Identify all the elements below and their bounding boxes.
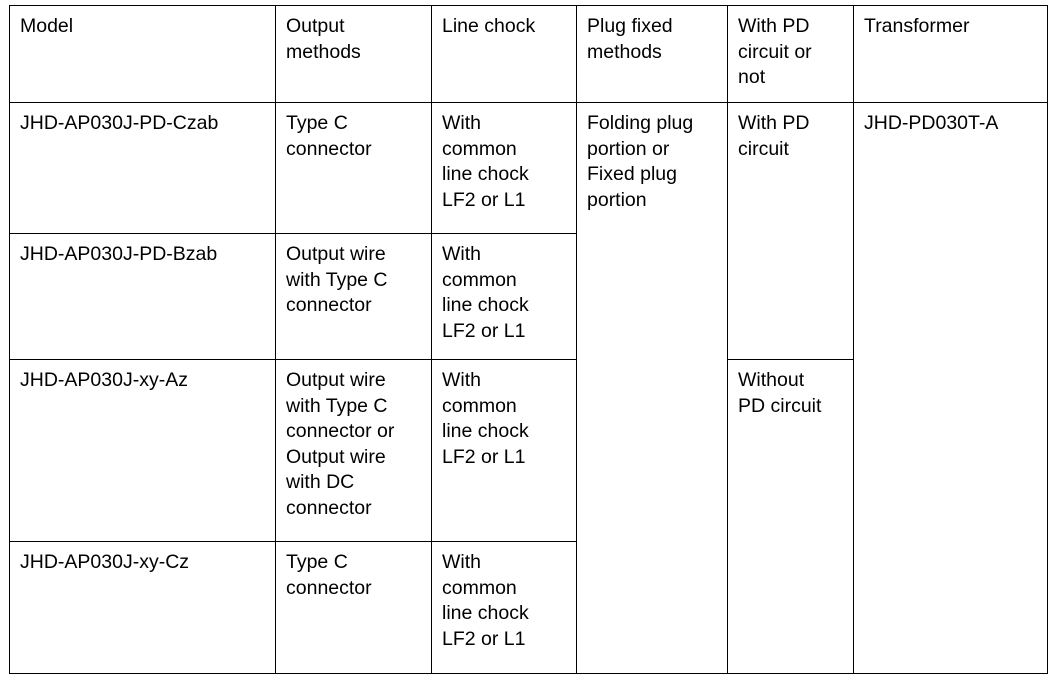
- cell-model-row-4: JHD-AP030J-xy-Cz: [9, 541, 276, 674]
- table-row: JHD-AP030J-xy-Az Output wire with Type C…: [9, 359, 1048, 674]
- cell-output-methods-row-3: Output wire with Type C connector or Out…: [275, 359, 432, 542]
- table-row: JHD-AP030J-PD-Czab Type C connector With…: [9, 102, 1048, 674]
- cell-output-methods-row-2: Output wire with Type C connector: [275, 233, 432, 360]
- column-header-plug-fixed-methods: Plug fixed methods: [576, 5, 728, 103]
- cell-output-methods-row-4: Type C connector: [275, 541, 432, 674]
- cell-plug-fixed-methods-merged: Folding plug portion or Fixed plug porti…: [576, 102, 728, 674]
- column-header-line-chock: Line chock: [431, 5, 577, 103]
- cell-model-row-1: JHD-AP030J-PD-Czab: [9, 102, 276, 234]
- table-row: JHD-AP030J-PD-Bzab Output wire with Type…: [9, 233, 1048, 360]
- cell-model-row-3: JHD-AP030J-xy-Az: [9, 359, 276, 542]
- cell-line-chock-row-1: With common line chock LF2 or L1: [431, 102, 577, 234]
- model-specification-table: Model Output methods Line chock Plug fix…: [9, 5, 1048, 674]
- column-header-transformer: Transformer: [853, 5, 1048, 103]
- cell-line-chock-row-3: With common line chock LF2 or L1: [431, 359, 577, 542]
- cell-pd-circuit-without: Without PD circuit: [727, 359, 854, 674]
- page-canvas: Model Output methods Line chock Plug fix…: [9, 5, 1048, 674]
- table-header-row: Model Output methods Line chock Plug fix…: [9, 5, 1048, 103]
- column-header-output-methods: Output methods: [275, 5, 432, 103]
- cell-pd-circuit-with: With PD circuit: [727, 102, 854, 360]
- cell-output-methods-row-1: Type C connector: [275, 102, 432, 234]
- cell-line-chock-row-4: With common line chock LF2 or L1: [431, 541, 577, 674]
- cell-transformer-merged: JHD-PD030T-A: [853, 102, 1048, 674]
- cell-line-chock-row-2: With common line chock LF2 or L1: [431, 233, 577, 360]
- column-header-model: Model: [9, 5, 276, 103]
- column-header-with-pd-circuit-or-not: With PD circuit or not: [727, 5, 854, 103]
- cell-model-row-2: JHD-AP030J-PD-Bzab: [9, 233, 276, 360]
